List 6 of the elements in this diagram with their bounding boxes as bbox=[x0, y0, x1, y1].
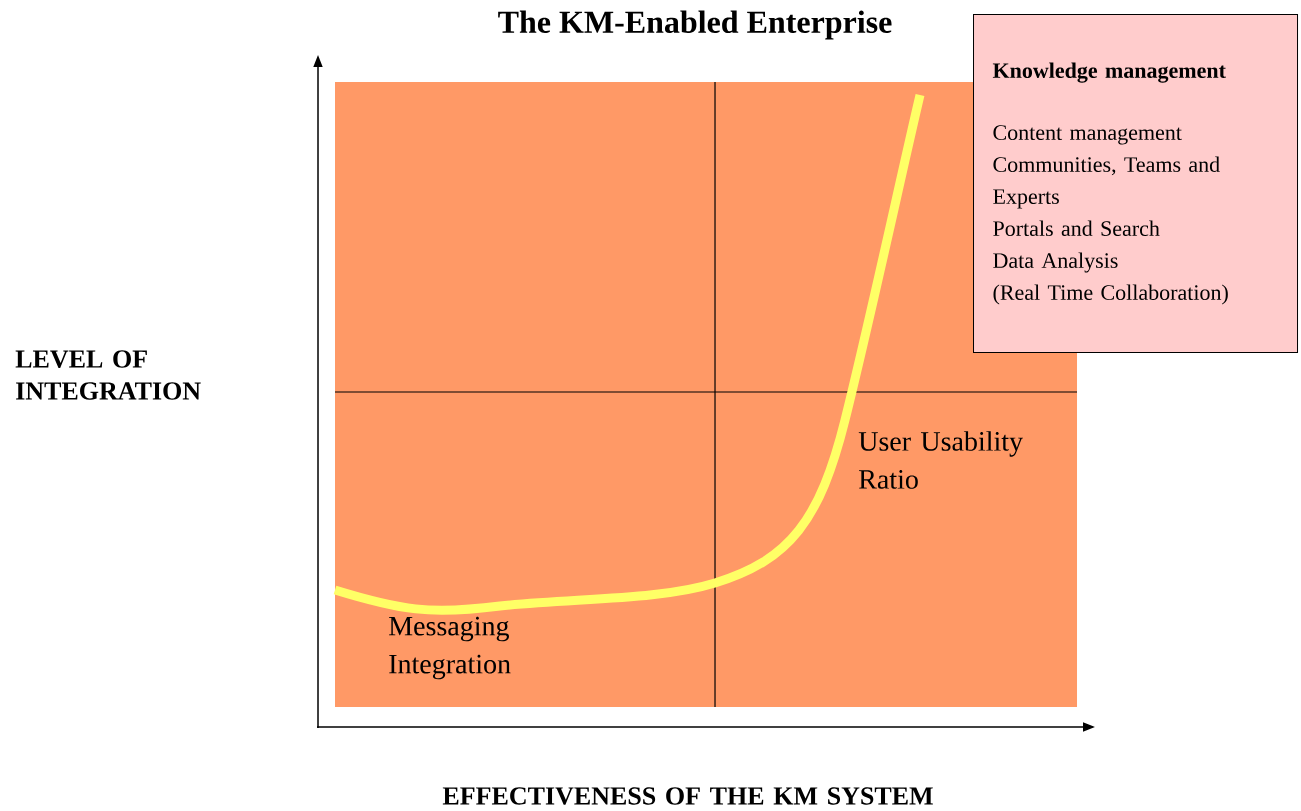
title: The KM-Enabled Enterprise bbox=[498, 10, 892, 40]
axis-label: EFFECTIVENESS OF THE KM SYSTEM bbox=[442, 787, 933, 805]
axis-label: LEVEL OF INTEGRATION bbox=[15, 350, 201, 400]
curve-label: User Usability Ratio bbox=[858, 431, 1023, 489]
text-box: Knowledge management Content management Communities, Teams and Experts Portals and Search Data Analysis (Real Time Collaboration) bbox=[973, 14, 1298, 353]
curve-label: Messaging Integration bbox=[389, 616, 511, 680]
